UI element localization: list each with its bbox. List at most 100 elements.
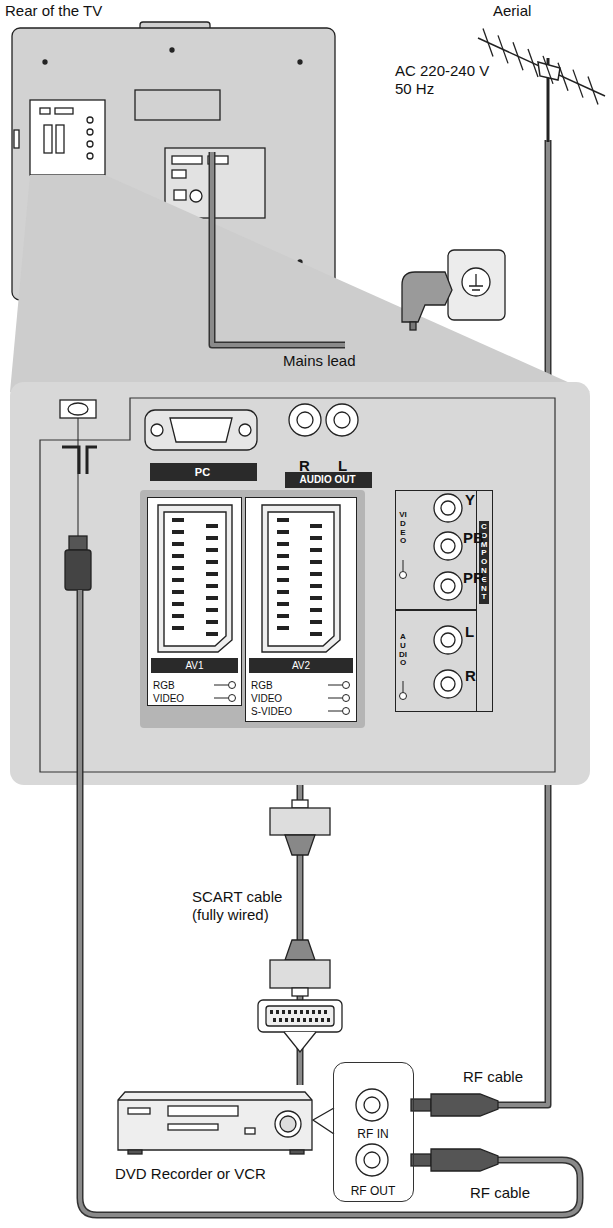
scart-pin: [172, 530, 184, 534]
scart-pin: [172, 626, 184, 630]
cable-label: Mains lead: [283, 352, 356, 370]
audio-group: AUDIO: [395, 610, 477, 712]
port-pin: [303, 1018, 306, 1022]
scart-pin: [206, 536, 218, 540]
port-pins: [270, 1010, 330, 1022]
scart-pin: [172, 578, 184, 582]
scart-port-callout: [258, 1000, 342, 1052]
panel-outline: [40, 398, 555, 772]
mains-wire: [212, 152, 345, 345]
port-pin: [324, 1010, 327, 1014]
label-text: AUDIO: [399, 633, 407, 668]
port-label: AUDIO OUT: [285, 472, 372, 488]
scart-pin: [277, 626, 289, 630]
scart-pin: [206, 524, 218, 528]
scart-pin: [310, 584, 322, 588]
aerial: Aerial: [470, 0, 612, 140]
jack-label: Y: [465, 491, 475, 509]
port-pin: [288, 1010, 291, 1014]
port-pin: [282, 1010, 285, 1014]
scart-pin: [277, 554, 289, 558]
port-label: PC: [150, 463, 257, 481]
rf-cable: [80, 590, 580, 1215]
scart-pin: [206, 548, 218, 552]
port-pin: [306, 1010, 309, 1014]
video-group: VIDEO: [395, 490, 477, 610]
port-pin: [318, 1010, 321, 1014]
scart-pin: [172, 518, 184, 522]
scart-pin: [310, 548, 322, 552]
port-pin: [312, 1010, 315, 1014]
label-text: Aerial: [493, 2, 531, 20]
label-text: RF OUT: [334, 1184, 412, 1198]
scart-pin: [310, 608, 322, 612]
scart-pin: [206, 608, 218, 612]
label-text: VIDEO: [153, 693, 203, 704]
scart-pin: [277, 518, 289, 522]
label-text: AUDIO OUT: [285, 473, 370, 486]
jack-label: L: [465, 623, 474, 641]
jack-label: PB: [463, 529, 484, 547]
av-region: [140, 490, 365, 728]
scart-pin: [277, 566, 289, 570]
port-pin: [279, 1018, 282, 1022]
rf-cable: [80, 590, 580, 1215]
component-panel: COMPONENTVIDEOAUDIO: [395, 490, 493, 712]
scart-pin: [206, 632, 218, 636]
mains-wire: [212, 152, 345, 345]
label-text: VIDEO: [251, 693, 311, 704]
scart-pin: [277, 590, 289, 594]
cable-label: RF cable: [470, 1184, 530, 1202]
aerial-element: [483, 29, 493, 57]
av1-ground: [147, 497, 242, 705]
rf-callout-pointer: [313, 1108, 334, 1134]
scart-pin: [310, 524, 322, 528]
label-text: Rear of the TV: [5, 2, 102, 20]
signal-arrows: [214, 560, 407, 715]
port-pin: [315, 1018, 318, 1022]
cable-label: SCART cable (fully wired): [192, 888, 292, 924]
scart-pin: [206, 572, 218, 576]
aerial-element: [528, 49, 538, 77]
label-text: DVD Recorder or VCR: [115, 1165, 266, 1183]
scart-pin: [310, 620, 322, 624]
port-pin: [270, 1010, 273, 1014]
jack-label: L: [338, 457, 347, 475]
scart-pin: [206, 584, 218, 588]
port-pin: [309, 1018, 312, 1022]
port-pin: [297, 1018, 300, 1022]
scart-pin: [310, 572, 322, 576]
component-jacks: [434, 494, 462, 698]
scart-sockets: [158, 505, 340, 652]
scart-pin: [310, 596, 322, 600]
scart-pin: [310, 560, 322, 564]
jack-label: PR: [463, 569, 484, 587]
scart-pin: [277, 614, 289, 618]
scart-pin: [310, 632, 322, 636]
scart-pin: [172, 602, 184, 606]
port-pin: [327, 1018, 330, 1022]
mains-socket: AC 220-240 V 50 Hz: [395, 62, 507, 330]
av2-ground: [245, 497, 357, 722]
rf-callout: RF INRF OUT: [333, 1062, 414, 1202]
zoom-wedge: [10, 175, 590, 392]
scart-pin: [206, 620, 218, 624]
scart-pin: [172, 554, 184, 558]
recorder: DVD Recorder or VCR: [112, 1085, 324, 1185]
scart-pin: [277, 578, 289, 582]
scart-pin: [310, 536, 322, 540]
scart-pins: [172, 518, 322, 636]
aerial-element: [513, 42, 523, 70]
aerial-antenna: [478, 38, 605, 142]
aerial-element: [573, 70, 583, 98]
label-text: AC 220-240 V 50 Hz: [395, 62, 495, 98]
jack-label: R: [465, 667, 476, 685]
aerial-socket: [60, 400, 97, 590]
tv-rear: Rear of the TV: [5, 0, 345, 380]
aerial-element: [558, 63, 568, 91]
audio-out-jacks: [289, 404, 358, 436]
scart-pin: [172, 566, 184, 570]
aerial-elements: [483, 29, 598, 105]
label-text: AV1: [151, 658, 238, 673]
